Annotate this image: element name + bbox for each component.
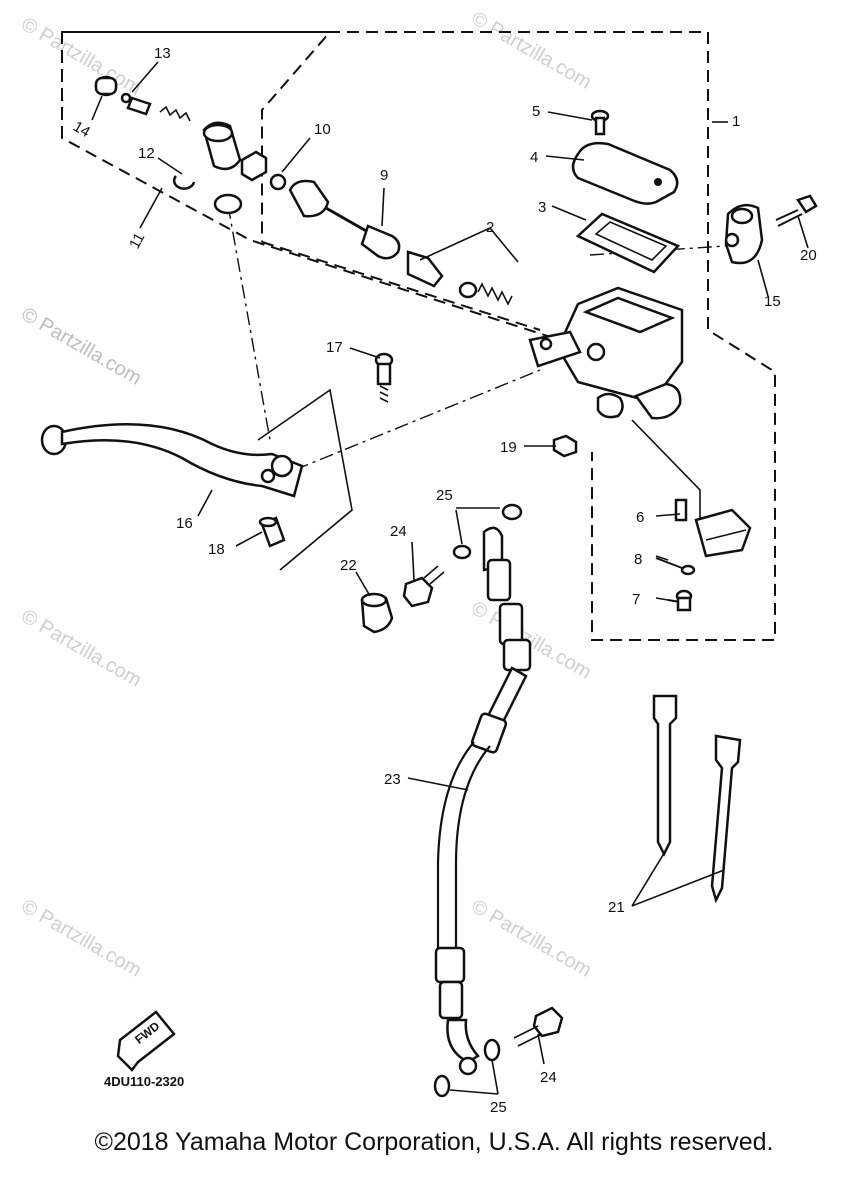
watermark: © Partzilla.com <box>18 605 146 691</box>
leader-lines <box>91 61 809 1095</box>
part-8-screw[interactable] <box>655 557 696 576</box>
part-14-boot-cap[interactable] <box>94 75 118 97</box>
callout-labels: 1 2 3 4 5 6 7 8 9 10 11 12 13 14 15 16 1… <box>70 45 817 1116</box>
callout-2: 2 <box>486 219 494 236</box>
callout-3: 3 <box>538 199 546 216</box>
watermark: © Partzilla.com <box>18 303 146 389</box>
part-5-screw[interactable] <box>590 109 610 136</box>
assembly-outline-1 <box>61 31 776 641</box>
callout-21: 21 <box>608 899 625 916</box>
part-6-brake-switch[interactable] <box>674 498 752 558</box>
callout-17: 17 <box>326 339 343 356</box>
callout-1: 1 <box>732 113 740 130</box>
callout-14: 14 <box>70 118 93 141</box>
callout-16: 16 <box>176 515 193 532</box>
watermark: © Partzilla.com <box>468 7 596 93</box>
part-20-bolt[interactable] <box>775 194 818 227</box>
callout-9: 9 <box>380 167 388 184</box>
callout-20: 20 <box>800 247 817 264</box>
callout-25-bottom: 25 <box>490 1099 507 1116</box>
callout-15: 15 <box>764 293 781 310</box>
part-16-lever[interactable] <box>40 423 304 498</box>
part-17-bolt[interactable] <box>374 352 394 403</box>
watermark-group: © Partzilla.com © Partzilla.com © Partzi… <box>18 7 596 981</box>
callout-13: 13 <box>154 45 171 62</box>
parts-diagram: © Partzilla.com © Partzilla.com © Partzi… <box>18 7 818 1116</box>
watermark: © Partzilla.com <box>18 13 146 99</box>
part-18-bushing[interactable] <box>258 516 286 548</box>
lever-pivot-lines <box>257 388 353 571</box>
part-24-union-bolt-top[interactable] <box>402 565 445 608</box>
part-21-cable-ties[interactable] <box>652 694 742 904</box>
callout-24-bottom: 24 <box>540 1069 557 1086</box>
part-3-diaphragm[interactable] <box>575 212 681 274</box>
watermark: © Partzilla.com <box>18 895 146 981</box>
callout-25-top: 25 <box>436 487 453 504</box>
part-11-boot[interactable] <box>202 121 242 171</box>
fwd-arrow-icon: FWD <box>116 1010 176 1072</box>
part-10-nut[interactable] <box>240 150 330 218</box>
callout-18: 18 <box>208 541 225 558</box>
part-4-reservoir-cap[interactable] <box>571 141 679 205</box>
callout-4: 4 <box>530 149 538 166</box>
callout-24-top: 24 <box>390 523 407 540</box>
part-19-nut[interactable] <box>552 434 578 458</box>
part-2-piston-kit[interactable] <box>406 227 519 306</box>
watermark: © Partzilla.com <box>468 597 596 683</box>
switch-connector-lines <box>631 419 701 520</box>
assembly-outline-11 <box>61 31 541 331</box>
part-12-circlip[interactable] <box>172 175 196 190</box>
copyright-notice: ©2018 Yamaha Motor Corporation, U.S.A. A… <box>94 1128 774 1156</box>
part-25-washers-bottom[interactable] <box>433 1038 501 1098</box>
part-13-nut-spring[interactable] <box>120 92 191 122</box>
part-1-master-cylinder[interactable] <box>528 286 684 420</box>
part-23-brake-hose[interactable] <box>434 526 532 1076</box>
callout-8: 8 <box>634 551 642 568</box>
callout-7: 7 <box>632 591 640 608</box>
callout-6: 6 <box>636 509 644 526</box>
callout-22: 22 <box>340 557 357 574</box>
watermark: © Partzilla.com <box>468 895 596 981</box>
diagram-code: 4DU110-2320 <box>104 1074 184 1089</box>
part-7-screw[interactable] <box>667 589 693 612</box>
washer[interactable] <box>213 193 243 215</box>
callout-10: 10 <box>314 121 331 138</box>
callout-19: 19 <box>500 439 517 456</box>
callout-12: 12 <box>138 145 155 162</box>
part-25-washers-top[interactable] <box>452 503 523 560</box>
callout-5: 5 <box>532 103 540 120</box>
part-24-union-bolt-bottom[interactable] <box>513 1006 564 1047</box>
part-22-cap[interactable] <box>360 592 394 634</box>
callout-23: 23 <box>384 771 401 788</box>
callout-11: 11 <box>126 230 148 252</box>
part-9-piston[interactable] <box>325 206 401 260</box>
part-15-holder[interactable] <box>724 203 764 265</box>
